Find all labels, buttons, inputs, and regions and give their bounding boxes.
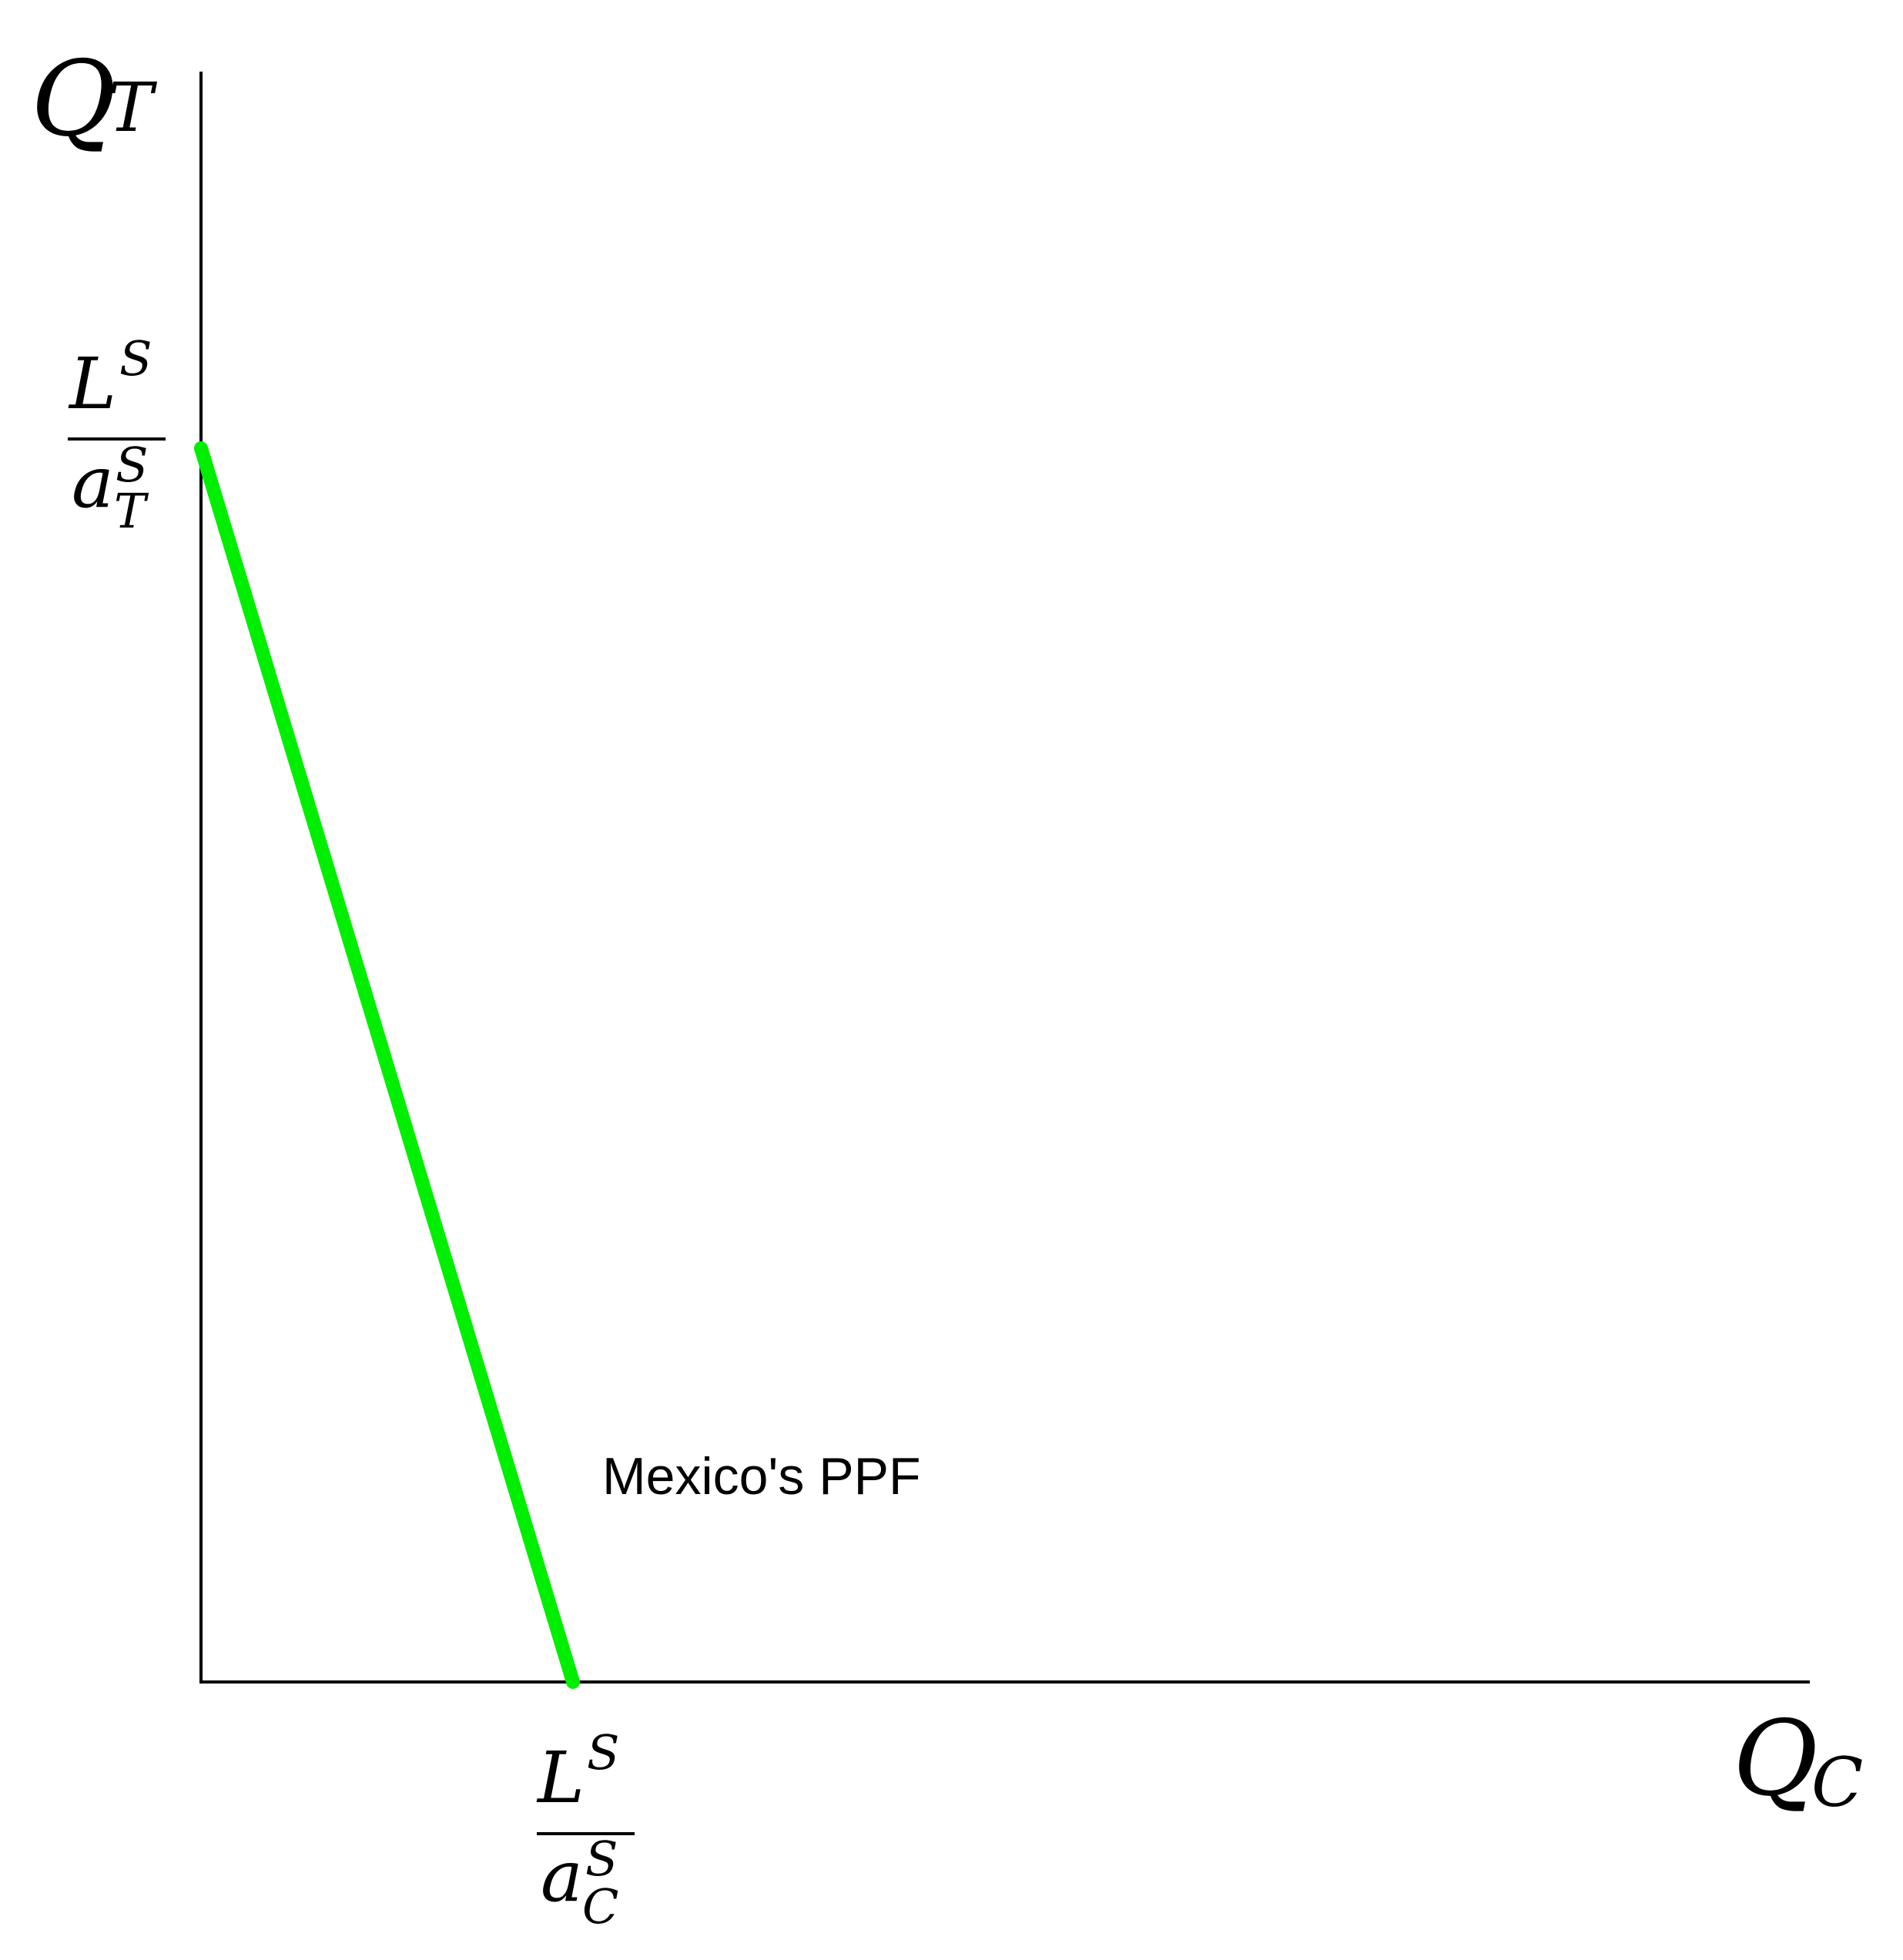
x-intercept-denominator-sup: S bbox=[585, 1831, 618, 1887]
y-axis-label-main: Q bbox=[31, 39, 116, 159]
x-intercept-denominator-sub: C bbox=[582, 1878, 618, 1935]
x-axis-label-main: Q bbox=[1733, 1698, 1818, 1819]
x-intercept-denominator: a bbox=[541, 1835, 583, 1918]
x-axis-label: Q C bbox=[1733, 1698, 1863, 1822]
y-intercept-numerator: L bbox=[68, 343, 116, 425]
y-intercept-denominator-sup: S bbox=[116, 437, 148, 493]
x-intercept-numerator: L bbox=[536, 1737, 585, 1819]
ppf-line bbox=[194, 441, 580, 1689]
x-axis-label-sub: C bbox=[1811, 1743, 1863, 1822]
y-intercept-denominator-sub: T bbox=[114, 483, 149, 539]
ppf-label: Mexico's PPF bbox=[602, 1447, 921, 1506]
y-axis-label: Q T bbox=[31, 39, 158, 159]
x-intercept-numerator-sup: S bbox=[587, 1724, 619, 1781]
y-intercept-numerator-sup: S bbox=[119, 330, 152, 387]
y-intercept-denominator: a bbox=[72, 441, 114, 524]
y-intercept-label: L S a S T bbox=[68, 330, 166, 539]
x-intercept-label: L S a S C bbox=[536, 1724, 635, 1935]
y-axis-label-sub: T bbox=[108, 68, 158, 147]
